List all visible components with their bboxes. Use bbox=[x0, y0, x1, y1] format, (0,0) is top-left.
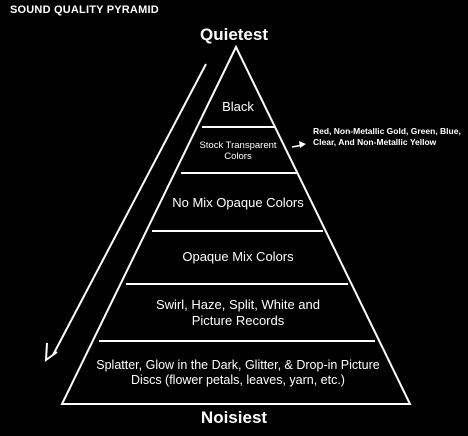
diagram-title: SOUND QUALITY PYRAMID bbox=[10, 4, 159, 16]
tier-no-mix-opaque: No Mix Opaque Colors bbox=[172, 195, 304, 211]
noisiest-label: Noisiest bbox=[200, 408, 268, 427]
annotation-arrow bbox=[291, 141, 306, 148]
pyramid-outline bbox=[60, 44, 412, 405]
quietest-to-noisiest-arrow bbox=[44, 63, 207, 363]
tier-stock-transparent: Stock Transparent Colors bbox=[199, 139, 277, 162]
tier-opaque-mix: Opaque Mix Colors bbox=[182, 249, 294, 265]
tier-swirl-haze-split: Swirl, Haze, Split, White and Picture Re… bbox=[155, 297, 320, 328]
stock-transparent-colors-note: Red, Non-Metallic Gold, Green, Blue, Cle… bbox=[313, 126, 461, 148]
tier-black: Black bbox=[222, 99, 254, 115]
tier-splatter-glow-glitter: Splatter, Glow in the Dark, Glitter, & D… bbox=[96, 358, 380, 387]
quietest-label: Quietest bbox=[199, 25, 269, 44]
